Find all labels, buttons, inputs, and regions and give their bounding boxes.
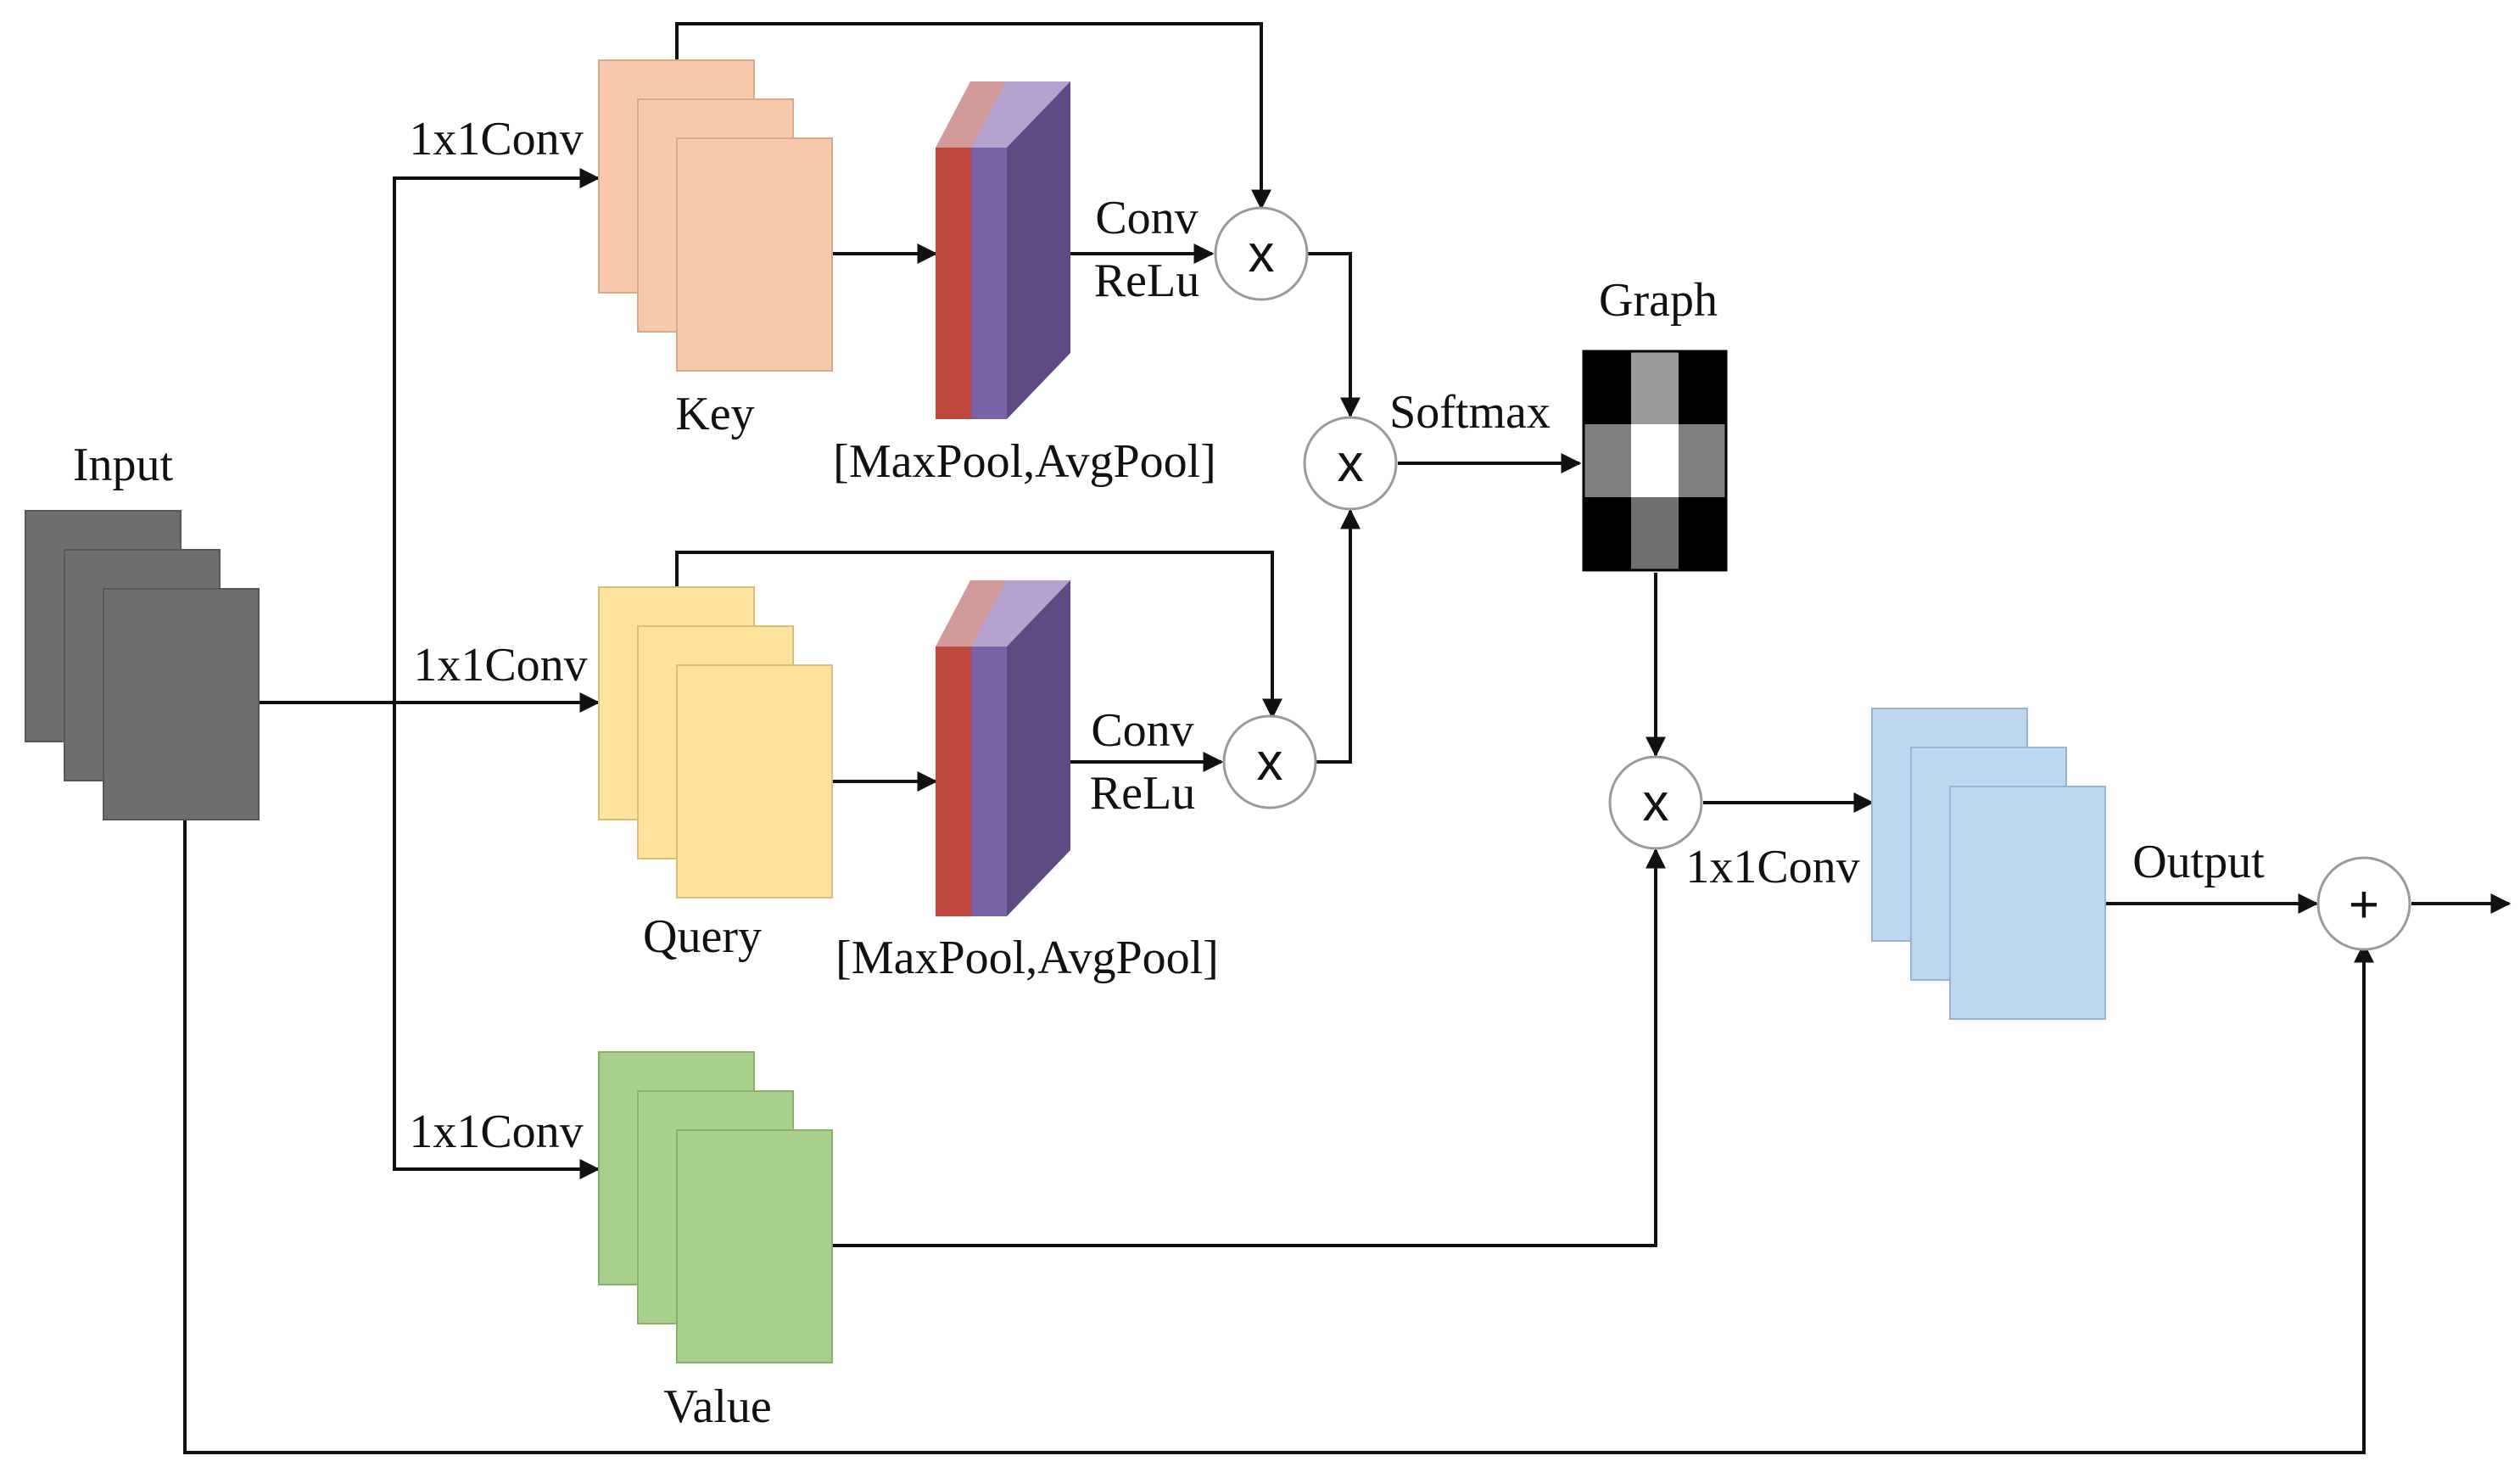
pool-key-dark-side — [1007, 81, 1070, 419]
graph-cell-2-0 — [1584, 497, 1631, 570]
multiply-symbol: x — [1257, 733, 1283, 792]
pool-key-label: [MaxPool,AvgPool] — [833, 435, 1216, 488]
pool-key-top-purple — [971, 81, 1070, 148]
graph-cell-0-2 — [1679, 351, 1726, 424]
key-label: Key — [675, 388, 754, 440]
output-sheet-3 — [1949, 786, 2106, 1020]
multiply-node-output: x — [1608, 755, 1703, 850]
input-sheet-3 — [103, 588, 260, 820]
graph-matrix — [1582, 350, 1728, 572]
add-node: + — [2316, 856, 2411, 951]
value-sheet-3 — [676, 1129, 833, 1363]
pool-query-purple-face — [971, 647, 1007, 916]
key-conv-label: Conv — [1095, 192, 1198, 244]
query-stack — [598, 586, 833, 899]
key-sheet-3 — [676, 137, 833, 372]
pool-query-dark-side — [1007, 580, 1070, 916]
wire-query-skip — [675, 551, 1282, 719]
query-sheet-3 — [676, 664, 833, 899]
input-label: Input — [73, 439, 174, 491]
multiply-symbol: x — [1338, 434, 1364, 493]
value-label: Value — [663, 1380, 772, 1433]
multiply-symbol: x — [1643, 774, 1669, 832]
query-relu-label: ReLu — [1090, 767, 1195, 820]
wire-trunk-value — [393, 703, 601, 1179]
graph-cell-0-0 — [1584, 351, 1631, 424]
graph-cell-1-1 — [1631, 424, 1679, 497]
conv-key-label: 1x1Conv — [409, 113, 583, 165]
connections — [183, 22, 2512, 1454]
value-stack — [598, 1051, 833, 1363]
graph-cell-1-2 — [1679, 424, 1726, 497]
graph-cell-2-1 — [1631, 497, 1679, 570]
pool-key-red-face — [936, 148, 971, 419]
conv-value-label: 1x1Conv — [409, 1106, 583, 1158]
wire-residual — [183, 819, 2374, 1454]
input-stack — [25, 510, 260, 820]
graph-label: Graph — [1599, 274, 1718, 327]
pool-block-key — [936, 81, 1070, 419]
query-label: Query — [643, 910, 762, 963]
add-symbol: + — [2349, 876, 2379, 934]
multiply-node-query: x — [1222, 714, 1317, 809]
query-conv-label: Conv — [1091, 704, 1193, 757]
pool-block-query — [936, 580, 1070, 916]
graph-cell-0-1 — [1631, 351, 1679, 424]
graph-cell-1-0 — [1584, 424, 1631, 497]
conv-out-label: 1x1Conv — [1685, 841, 1859, 893]
graph-cell-2-2 — [1679, 497, 1726, 570]
graph-border — [1582, 350, 1728, 572]
key-stack — [598, 59, 833, 372]
pool-query-red-face — [936, 647, 971, 916]
pool-query-label: [MaxPool,AvgPool] — [835, 932, 1219, 984]
pool-query-top-purple — [971, 580, 1070, 647]
wire-query-mul-merge — [1316, 508, 1361, 764]
softmax-label: Softmax — [1389, 386, 1551, 439]
wire-key-mul-merge — [1306, 252, 1361, 418]
wire-value-mul — [831, 848, 1666, 1247]
key-relu-label: ReLu — [1094, 255, 1199, 307]
output-stack — [1871, 708, 2106, 1020]
multiply-node-key: x — [1214, 206, 1309, 301]
wire-trunk-key — [393, 168, 601, 703]
multiply-node-merge: x — [1303, 416, 1398, 511]
wire-key-skip — [675, 22, 1271, 210]
conv-query-label: 1x1Conv — [413, 639, 587, 691]
multiply-symbol: x — [1249, 225, 1275, 283]
output-label: Output — [2132, 836, 2265, 888]
pool-key-purple-face — [971, 148, 1007, 419]
